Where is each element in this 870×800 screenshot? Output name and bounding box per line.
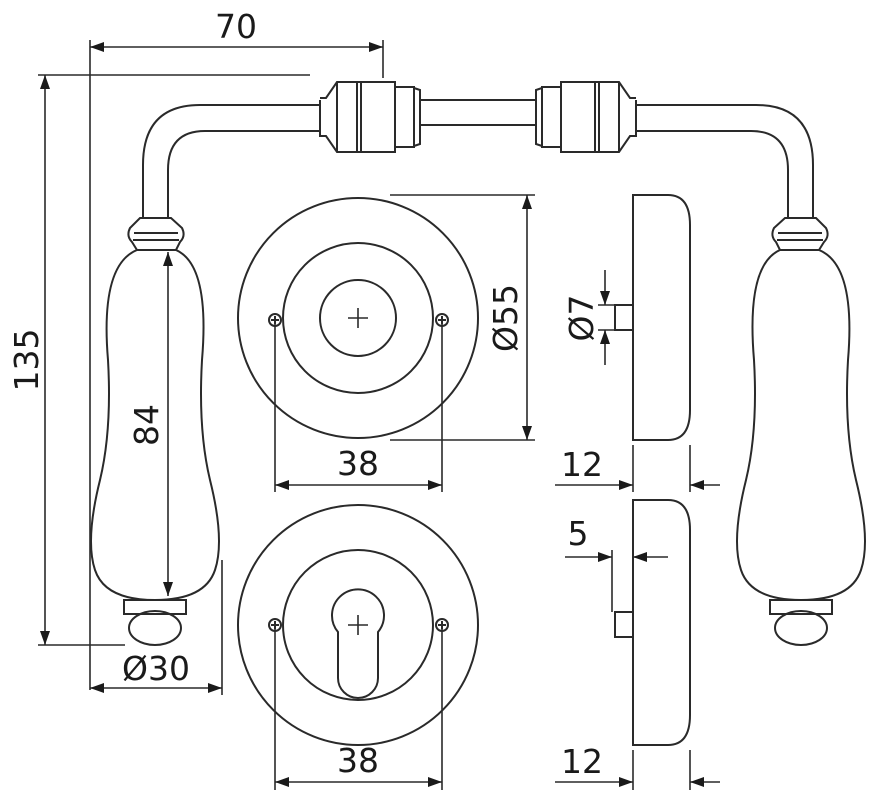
dim-70: 70 [215, 7, 257, 46]
dim-5: 5 [568, 514, 589, 553]
right-lever [477, 81, 866, 646]
dimension-lines [38, 40, 720, 790]
left-lever [90, 81, 479, 646]
dim-spindle-diameter: Ø7 [562, 295, 601, 342]
dim-rosette-diameter: Ø55 [486, 284, 525, 352]
dim-12-top: 12 [561, 445, 603, 484]
dim-84: 84 [127, 404, 166, 446]
dim-grip-diameter: Ø30 [122, 649, 190, 688]
dim-38-bottom: 38 [337, 741, 379, 780]
rosette-cylinder [237, 504, 479, 746]
dim-135: 135 [7, 329, 46, 392]
rosette-side-view-top [614, 194, 691, 441]
rosette-side-view-bottom [611, 499, 691, 746]
dim-38-top: 38 [337, 444, 379, 483]
dim-12-bottom: 12 [561, 742, 603, 781]
rosette-spindle [237, 197, 479, 439]
